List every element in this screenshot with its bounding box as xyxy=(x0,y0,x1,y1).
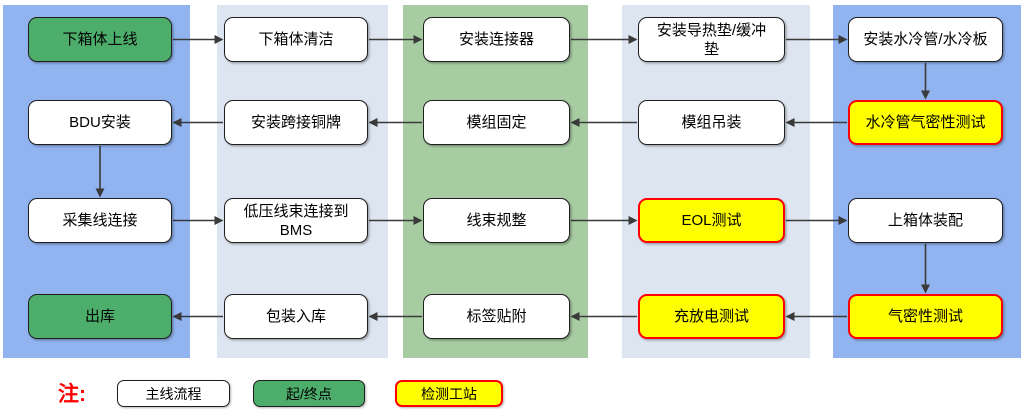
node-n5-main: 安装水冷管/水冷板 xyxy=(848,17,1003,62)
node-n11-main: 采集线连接 xyxy=(28,198,172,243)
node-n13-main: 线束规整 xyxy=(423,198,570,243)
legend-item-main: 主线流程 xyxy=(117,380,230,407)
legend-item-terminal: 起/终点 xyxy=(253,380,365,407)
node-n3-main: 安装连接器 xyxy=(423,17,570,62)
node-n1-terminal: 下箱体上线 xyxy=(28,17,172,62)
legend-note-label: 注: xyxy=(58,383,86,406)
node-n20-terminal: 出库 xyxy=(28,294,172,339)
node-n18-main: 标签贴附 xyxy=(423,294,570,339)
node-n8-main: 模组固定 xyxy=(423,100,570,145)
legend: 注: 主线流程起/终点 检测工站 xyxy=(0,372,1023,416)
node-n4-main: 安装导热垫/缓冲垫 xyxy=(638,17,785,62)
node-n9-main: 安装跨接铜牌 xyxy=(224,100,368,145)
node-n7-main: 模组吊装 xyxy=(638,100,785,145)
node-n6-test: 水冷管气密性测试 xyxy=(848,100,1003,145)
node-n2-main: 下箱体清洁 xyxy=(224,17,368,62)
node-n14-test: EOL测试 xyxy=(638,198,785,243)
node-n15-main: 上箱体装配 xyxy=(848,198,1003,243)
legend-item-test: 检测工站 xyxy=(395,380,503,407)
node-n10-main: BDU安装 xyxy=(28,100,172,145)
node-n16-test: 气密性测试 xyxy=(848,294,1003,339)
node-n12-main: 低压线束连接到BMS xyxy=(224,198,368,243)
node-n17-test: 充放电测试 xyxy=(638,294,785,339)
node-n19-main: 包装入库 xyxy=(224,294,368,339)
